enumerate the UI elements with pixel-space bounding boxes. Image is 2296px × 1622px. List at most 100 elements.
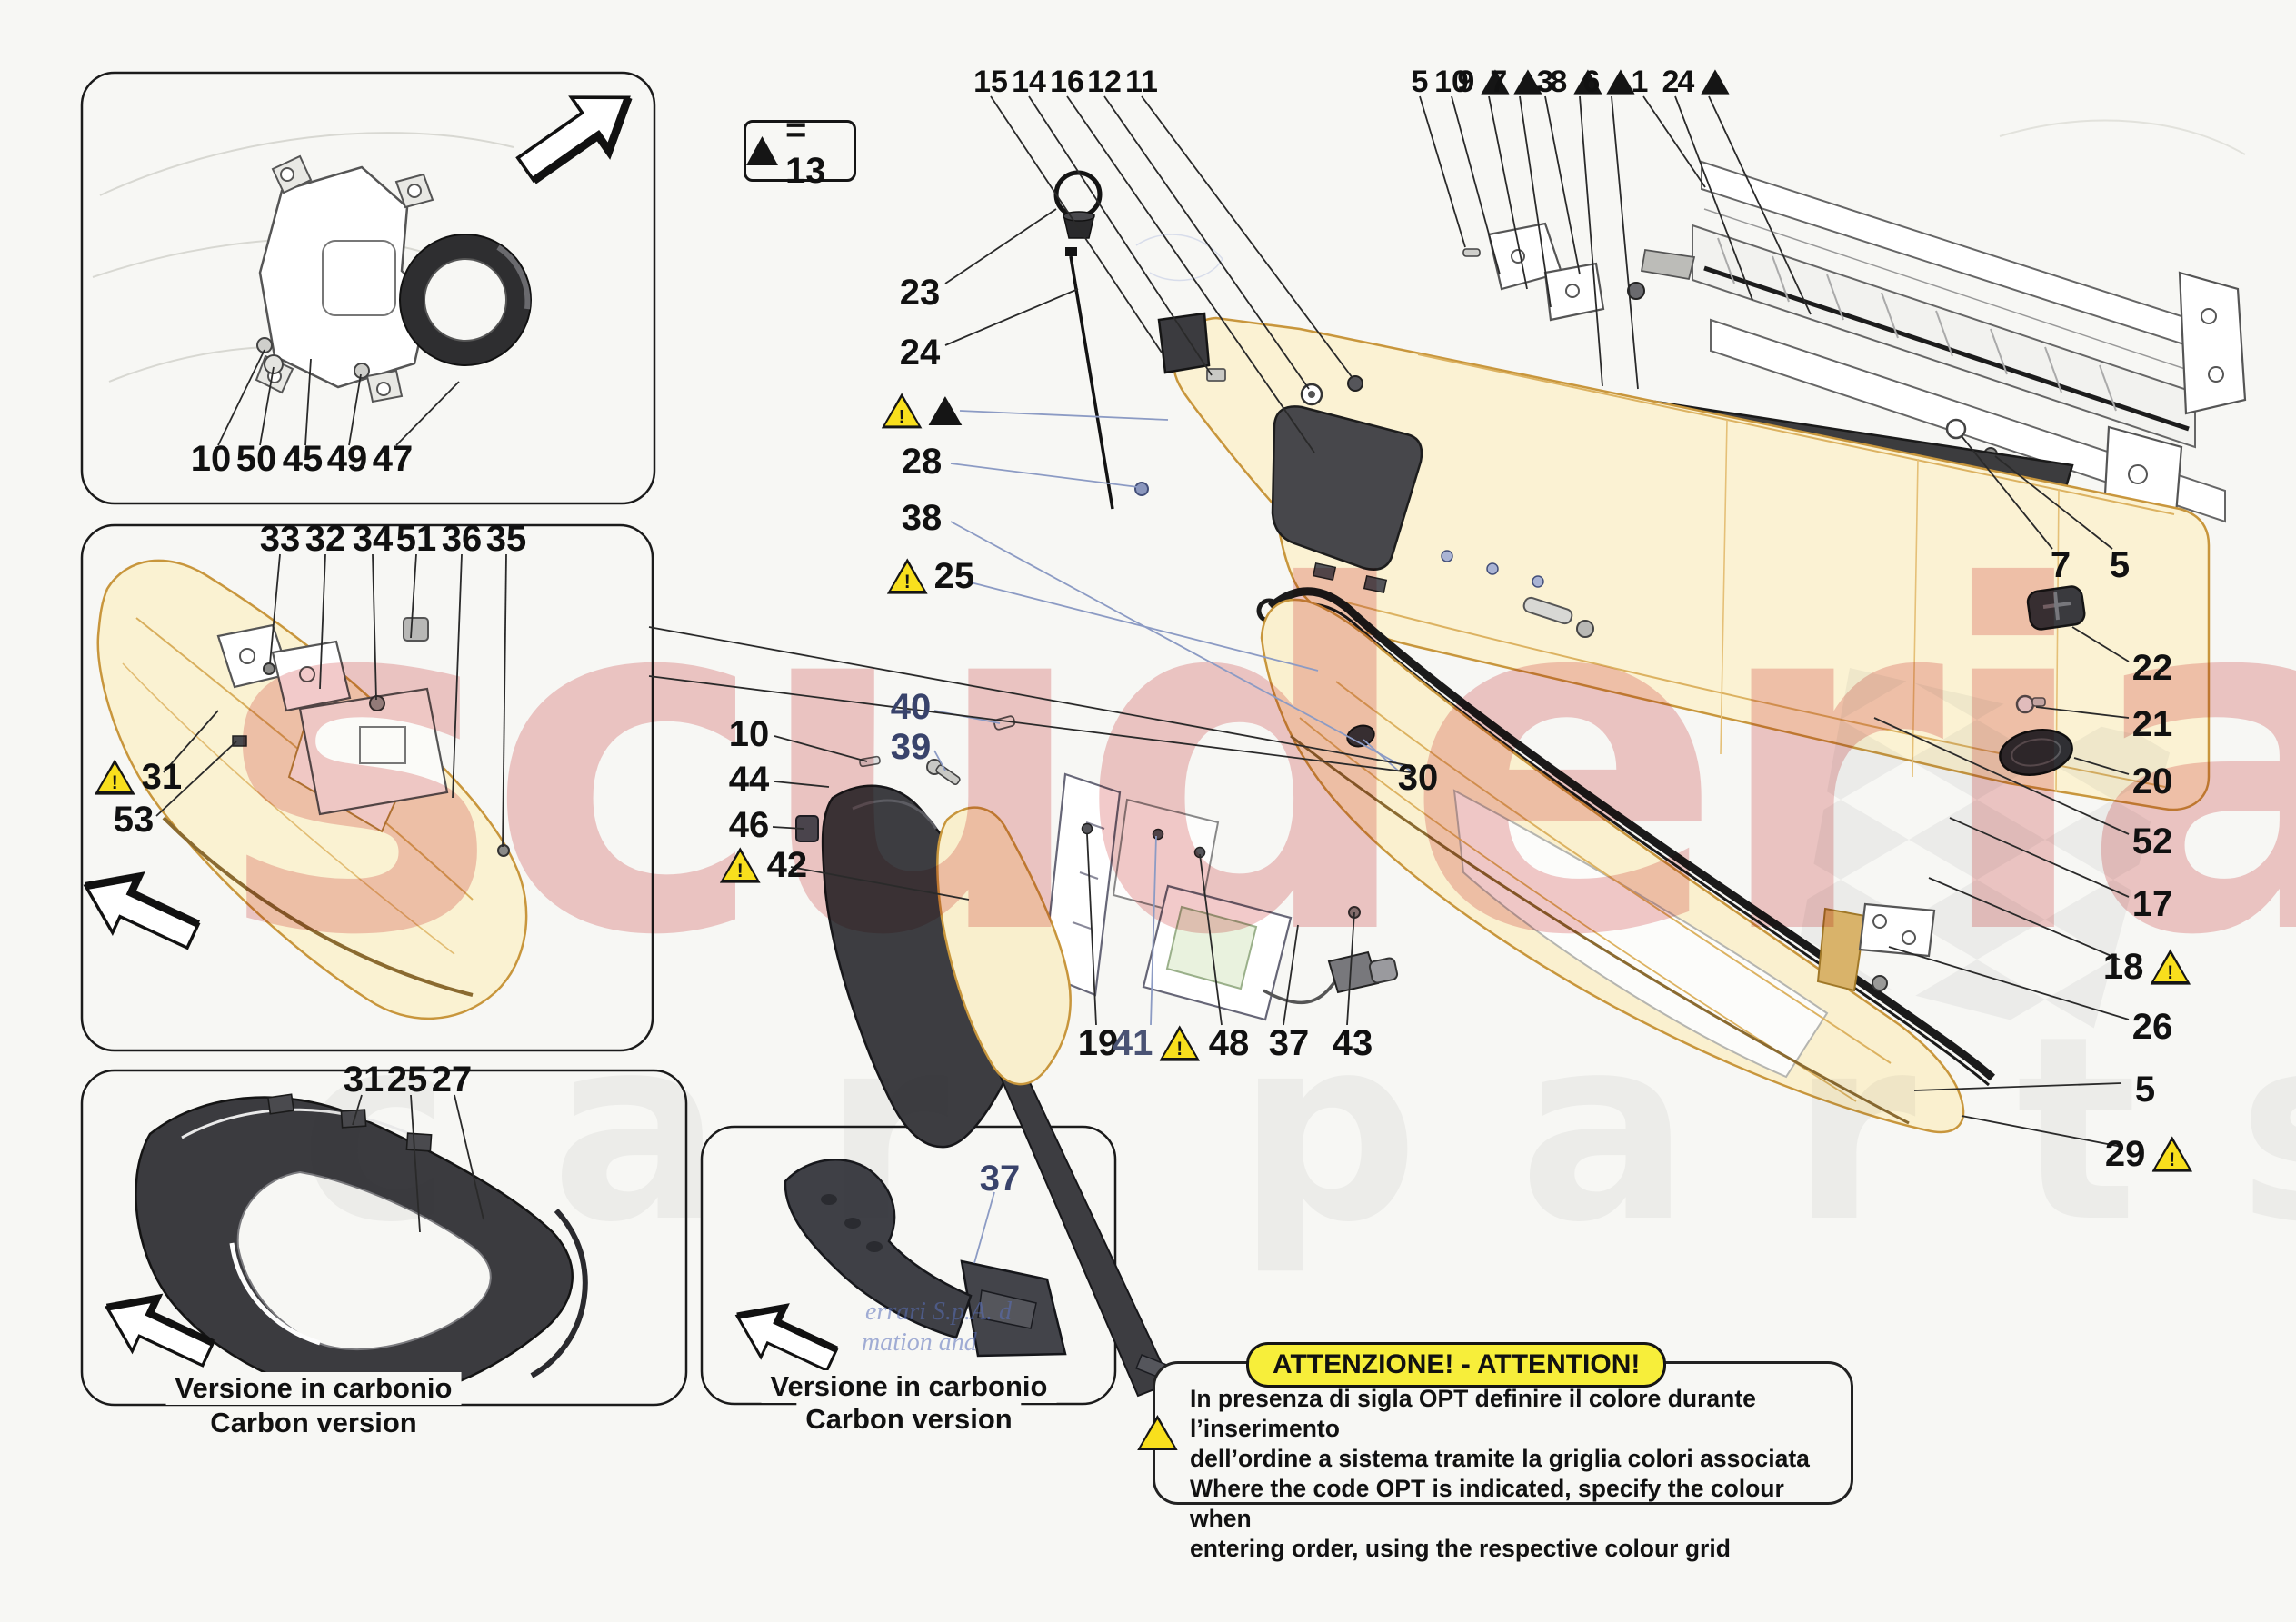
leader-line	[1150, 835, 1157, 1026]
leader-line	[1642, 95, 1706, 188]
leader-line	[1928, 877, 2121, 960]
fastener-28	[1134, 482, 1149, 496]
leader-line	[1888, 946, 2130, 1020]
clip-53	[232, 735, 247, 747]
attention-line-1: In presenza di sigla OPT definire il col…	[1190, 1385, 1756, 1442]
leader-line	[933, 750, 946, 771]
attention-note-box: ATTENZIONE! - ATTENTION! In presenza di …	[1137, 1342, 1853, 1562]
speaker-bracket-box	[80, 71, 656, 505]
speaker-bracket-drawing	[255, 154, 532, 403]
leader-line	[304, 358, 312, 446]
latch-brackets	[1462, 222, 1696, 322]
washer-7	[1945, 418, 1967, 440]
faint-blue-scribble	[1135, 234, 1223, 282]
leader-line	[217, 349, 265, 446]
leader-line	[790, 866, 970, 901]
leader-line	[1913, 1082, 2122, 1091]
screw-35	[497, 844, 510, 857]
leader-line	[2073, 757, 2130, 775]
small-hardware	[795, 170, 2086, 842]
screw-3	[1627, 282, 1645, 300]
black-triangle-icon	[746, 136, 778, 165]
leader-line	[2071, 626, 2130, 662]
leader-line	[1103, 95, 1310, 390]
carbon-caption-it-box4: Versione in carbonio	[761, 1370, 1057, 1403]
door-structure-box	[80, 523, 654, 1052]
pin-40	[993, 715, 1016, 731]
nut-34	[369, 695, 385, 711]
leader-line	[950, 463, 1139, 488]
leader-line	[155, 741, 237, 817]
leader-line	[648, 626, 1408, 766]
armrest-pad-44	[821, 784, 1173, 1398]
leader-line	[944, 288, 1079, 346]
carbon-caption-it-box3: Versione in carbonio	[165, 1372, 462, 1405]
leader-line	[774, 781, 830, 788]
legend-triangle-equals-13: = 13	[744, 110, 856, 191]
leader-line	[772, 826, 804, 830]
leader-line	[348, 373, 362, 446]
attention-line-3: Where the code OPT is indicated, specify…	[1190, 1475, 1784, 1532]
end-bracket-right	[2178, 271, 2247, 415]
barrel-screw	[1522, 596, 1573, 625]
leader-line	[1363, 739, 1399, 771]
screw-33	[263, 662, 275, 675]
leader-line	[973, 1191, 995, 1264]
leader-line	[1961, 1115, 2122, 1148]
pillar-trim-42	[936, 806, 1072, 1086]
leader-line	[319, 553, 326, 690]
leader-line	[959, 410, 1169, 421]
leader-line	[1066, 95, 1315, 453]
screw-26	[1872, 975, 1888, 991]
end-bracket-26	[1858, 902, 1936, 958]
leader-line	[1419, 95, 1466, 248]
legend-value: = 13	[784, 110, 826, 191]
leader-line	[452, 553, 463, 799]
watermark-blue-2: mation and	[862, 1328, 978, 1357]
door-inner-structure-drawing	[96, 559, 528, 1020]
leader-line	[774, 735, 868, 762]
leader-line	[410, 553, 417, 639]
rivet-10	[256, 337, 273, 353]
leader-line	[269, 553, 281, 664]
leader-line	[395, 381, 460, 446]
leader-line	[990, 95, 1163, 353]
leader-line	[1708, 95, 1812, 315]
leader-line	[1283, 924, 1299, 1026]
leader-line	[1199, 853, 1223, 1026]
carbon-door-box	[80, 1069, 688, 1407]
leader-line	[163, 710, 219, 773]
door-main-panel	[1260, 598, 1965, 1134]
door-upper-trim-panel	[1172, 316, 2211, 811]
wedge-15	[1157, 312, 1211, 374]
attention-line-4: entering order, using the respective col…	[1190, 1535, 1731, 1562]
pin-10	[859, 755, 881, 768]
leader-line	[1028, 95, 1213, 376]
leader-line	[1611, 95, 1639, 390]
leader-line	[966, 581, 1319, 672]
direction-arrow-box1	[515, 95, 633, 184]
window-frame-rails	[1692, 160, 2247, 606]
leader-line	[1961, 435, 2053, 550]
leader-line	[950, 521, 1412, 771]
leader-line	[410, 1094, 421, 1233]
leader-line	[1519, 95, 1552, 308]
direction-arrow-box3	[105, 1293, 215, 1368]
leader-line	[1994, 455, 2113, 550]
carbon-caption-en-box3: Carbon version	[201, 1407, 426, 1439]
leader-line	[502, 553, 507, 848]
leader-line	[1949, 817, 2130, 898]
leader-line	[1579, 95, 1603, 387]
leader-line	[1346, 911, 1355, 1026]
leader-line	[1451, 95, 1501, 275]
leader-line	[648, 675, 1412, 773]
direction-arrow-box2	[83, 871, 201, 950]
watermark-text-main: scuderia	[218, 488, 2296, 1039]
grommet-51	[403, 617, 429, 642]
leader-lines	[155, 95, 2130, 1264]
leader-line	[1674, 95, 1753, 301]
trim-strip-27	[530, 1208, 588, 1378]
clip-14	[1206, 368, 1226, 382]
